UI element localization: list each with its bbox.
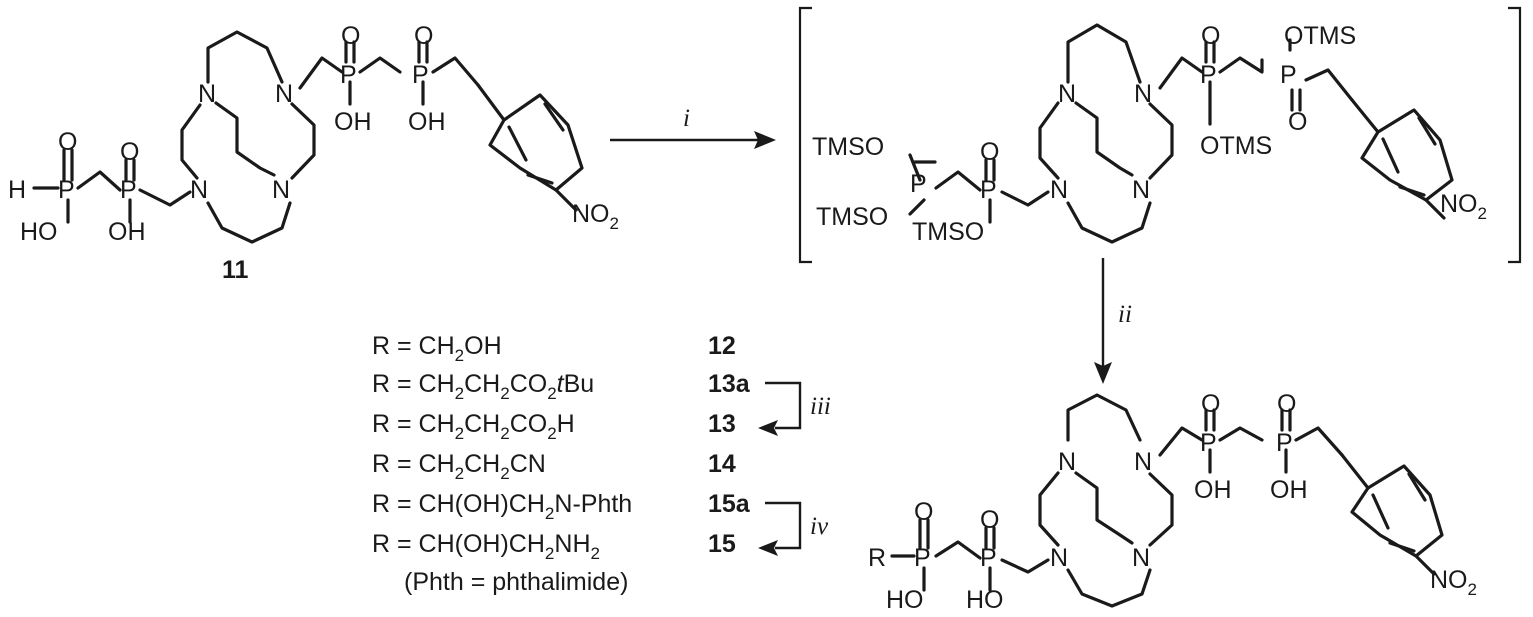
atom-O: O (1277, 390, 1296, 418)
compound-11 (32, 30, 584, 244)
atom-O: O (341, 22, 360, 50)
intermediate-bracket (798, 6, 1522, 264)
atom-OH: OH (334, 108, 372, 136)
compound-label-15: 15 (708, 530, 736, 558)
atom-P: P (980, 544, 997, 572)
atom-P: P (914, 544, 931, 572)
atom-OH: OH (1270, 476, 1308, 504)
atom-OTMS: OTMS (1200, 132, 1272, 160)
r-list-item-15: R = CH(OH)CH2NH2 (372, 530, 600, 563)
atom-O: O (980, 138, 999, 166)
atom-P: P (1200, 429, 1217, 457)
step-label-i: i (683, 105, 690, 132)
atom-HO: HO (20, 218, 58, 246)
compound-label-12: 12 (708, 332, 736, 360)
atom-OH: OH (1194, 476, 1232, 504)
nitro-group: NO2 (1430, 566, 1477, 599)
r-list-item-13a: R = CH2CH2CO2tBu (372, 370, 594, 403)
atom-P: P (1276, 429, 1293, 457)
atom-OH: OH (108, 218, 146, 246)
atom-P: P (412, 61, 429, 89)
compound-label-13a: 13a (708, 370, 751, 398)
atom-R: R (868, 544, 886, 572)
atom-O: O (1201, 390, 1220, 418)
step-label-ii: ii (1118, 301, 1132, 328)
atom-P: P (910, 170, 927, 198)
atom-N: N (275, 80, 293, 108)
r-list-item-14: R = CH2CH2CN (372, 450, 546, 483)
r-list-item-13: R = CH2CH2CO2H (372, 410, 575, 443)
arrow-step-ii: ii (1094, 258, 1132, 384)
atom-TMSO: TMSO (812, 133, 884, 161)
compound-label-13: 13 (708, 410, 736, 438)
r-group-list: R = CH2OH 12 R = CH2CH2CO2tBu 13a R = CH… (372, 332, 831, 596)
nitro-group: NO2 (572, 200, 619, 233)
atom-P: P (1200, 61, 1217, 89)
atom-N: N (1134, 448, 1152, 476)
intermediate-structure (908, 23, 1454, 244)
atom-P: P (980, 176, 997, 204)
atom-N: N (1132, 544, 1150, 572)
atom-P: P (120, 176, 137, 204)
compound-label-15a: 15a (708, 490, 751, 518)
phthalimide-footnote: (Phth = phthalimide) (404, 568, 628, 596)
atom-O: O (120, 138, 139, 166)
atom-TMSO: TMSO (816, 203, 888, 231)
atom-P: P (58, 176, 75, 204)
atom-OTMS: OTMS (1284, 22, 1356, 50)
atom-TMSO: TMSO (912, 218, 984, 246)
atom-P: P (1280, 61, 1297, 89)
atom-O: O (58, 128, 77, 156)
atom-N: N (190, 176, 208, 204)
atom-N: N (1132, 176, 1150, 204)
arrow-step-iv (765, 501, 802, 550)
arrow-step-iii (765, 381, 802, 430)
atom-N: N (1050, 176, 1068, 204)
atom-H: H (8, 176, 26, 204)
nitro-group: NO2 (1440, 190, 1487, 223)
compound-label-11: 11 (222, 256, 249, 284)
atom-N: N (272, 176, 290, 204)
compound-label-14: 14 (708, 450, 736, 478)
atom-O: O (1288, 108, 1307, 136)
atom-N: N (198, 80, 216, 108)
atom-N: N (1058, 80, 1076, 108)
arrow-step-i: i (610, 105, 776, 149)
step-label-iv: iv (810, 513, 829, 540)
atom-P: P (340, 61, 357, 89)
atom-HO: HO (966, 586, 1004, 614)
step-label-iii: iii (810, 393, 831, 420)
compound-11-labels: N N N N P O OH P O OH P O OH P O H HO NO… (8, 22, 619, 284)
atom-O: O (414, 22, 433, 50)
product-structure (890, 393, 1444, 608)
atom-O: O (1201, 22, 1220, 50)
atom-N: N (1058, 448, 1076, 476)
atom-OH: OH (408, 108, 446, 136)
atom-N: N (1134, 80, 1152, 108)
intermediate-labels: N N N N P O OTMS P OTMS O P O TMSO P TMS… (812, 22, 1487, 246)
atom-N: N (1050, 544, 1068, 572)
atom-O: O (980, 506, 999, 534)
product-labels: N N N N P O OH P O OH P O HO P O R HO NO… (868, 390, 1477, 614)
r-list-item-15a: R = CH(OH)CH2N-Phth (372, 490, 632, 523)
r-list-item-12: R = CH2OH (372, 332, 502, 365)
atom-HO: HO (886, 586, 924, 614)
atom-O: O (914, 498, 933, 526)
